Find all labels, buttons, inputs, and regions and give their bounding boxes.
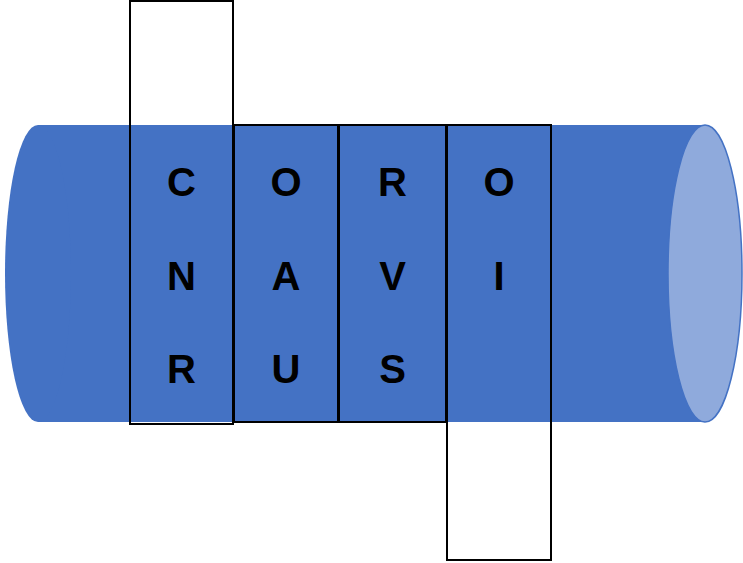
paper-strip: C N R bbox=[129, 0, 234, 425]
paper-strip: OI bbox=[446, 124, 552, 561]
cipher-letter: O bbox=[235, 162, 337, 202]
cipher-letter: A bbox=[235, 256, 337, 296]
paper-strip: O A U bbox=[233, 124, 339, 423]
cylinder-left-end bbox=[5, 125, 71, 422]
cipher-letter: U bbox=[235, 349, 337, 389]
cipher-letter: N bbox=[131, 256, 232, 296]
cipher-letter: O bbox=[448, 162, 550, 202]
cipher-letter: V bbox=[340, 256, 445, 296]
cipher-letter: C bbox=[131, 162, 232, 202]
cylinder-right-end bbox=[668, 125, 742, 422]
cylinder-body bbox=[38, 125, 705, 422]
cipher-letter: S bbox=[340, 349, 445, 389]
cipher-letter: R bbox=[340, 162, 445, 202]
cipher-letter: R bbox=[131, 349, 232, 389]
cipher-letter: I bbox=[448, 256, 550, 296]
paper-strip: R V S bbox=[338, 124, 447, 423]
